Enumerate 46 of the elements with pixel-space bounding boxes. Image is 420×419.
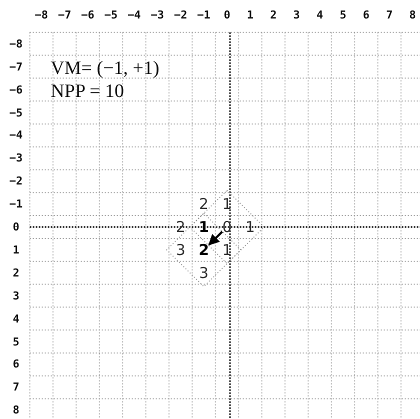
axis-tick-label: −7 (58, 8, 72, 22)
axis-tick-label: −7 (9, 60, 23, 74)
cost-value: 1 (222, 195, 232, 214)
axis-tick-label: 4 (316, 8, 324, 22)
cost-value: 2 (199, 195, 209, 214)
axis-tick-label: −6 (9, 83, 23, 96)
parameter-label: VM= (−1, +1) (50, 58, 160, 80)
axis-tick-label: −1 (9, 198, 23, 211)
axis-tick-label: 1 (246, 8, 254, 22)
axis-tick-label: 2 (12, 266, 20, 280)
axis-tick-label: 4 (12, 312, 20, 326)
cost-value: 3 (199, 264, 209, 282)
axis-tick-label: −3 (150, 8, 164, 22)
axis-tick-label: −2 (9, 174, 23, 188)
axis-tick-label: 0 (224, 8, 230, 22)
axis-tick-label: −3 (9, 152, 23, 165)
axis-tick-label: 8 (12, 404, 20, 417)
axis-tick-label: −8 (9, 37, 23, 50)
axis-tick-label: −4 (9, 128, 23, 142)
axis-tick-label: 2 (270, 8, 277, 22)
axis-tick-label: 3 (12, 289, 20, 302)
cost-value: 3 (176, 240, 186, 259)
cost-value: 1 (222, 240, 232, 259)
axis-tick-label: 0 (12, 220, 20, 234)
axis-tick-label: 7 (12, 380, 20, 394)
axis-tick-label: 3 (293, 8, 300, 22)
axis-tick-label: −5 (104, 8, 118, 22)
axis-tick-label: 5 (340, 8, 346, 22)
axis-tick-label: 5 (12, 335, 20, 348)
axis-tick-label: −4 (128, 8, 141, 22)
axis-tick-label: 6 (362, 8, 370, 22)
cost-value: 1 (198, 218, 210, 236)
axis-tick-label: 1 (12, 243, 20, 256)
axis-tick-label: −8 (34, 8, 48, 22)
axis-tick-label: 7 (386, 8, 393, 22)
cost-value: 1 (245, 218, 255, 236)
parameter-label: NPP = 10 (50, 80, 124, 103)
arrow (208, 230, 223, 246)
axis-tick-label: 6 (12, 358, 20, 371)
axis-tick-label: −5 (9, 106, 23, 119)
axis-tick-label: −2 (174, 8, 188, 22)
cost-value: 2 (198, 240, 210, 259)
axis-tick-label: 8 (409, 8, 416, 22)
axis-tick-label: −6 (81, 8, 94, 22)
cost-value: 2 (176, 218, 186, 236)
axis-tick-label: −1 (197, 8, 210, 22)
